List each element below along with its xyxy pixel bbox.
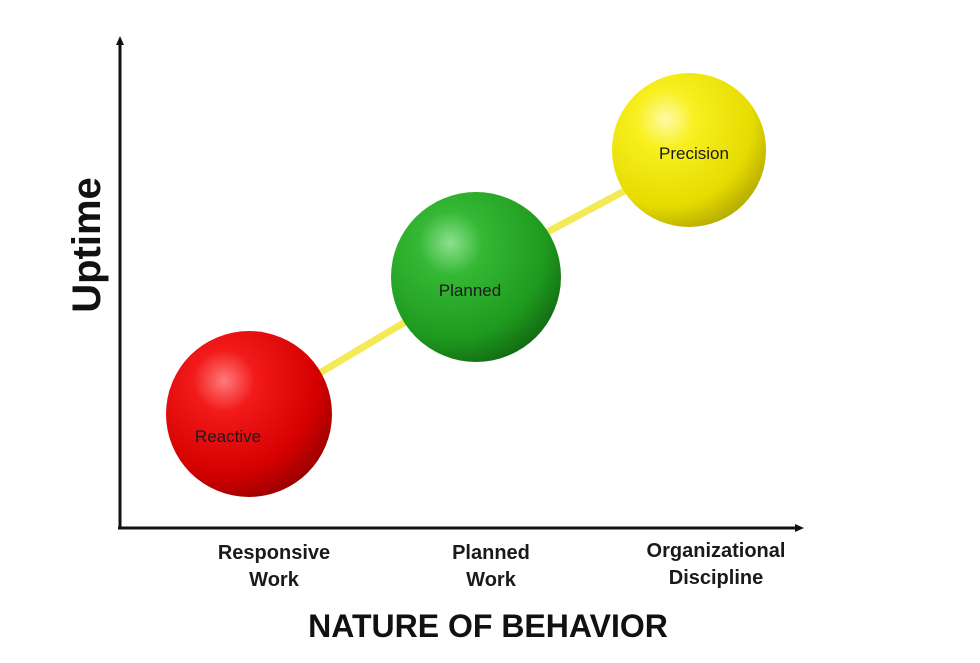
x-tick-line: Work	[249, 569, 300, 591]
y-axis-title: Uptime	[65, 177, 109, 313]
x-tick-organizational-discipline: Organizational Discipline	[647, 540, 786, 589]
x-tick-line: Responsive	[218, 542, 330, 564]
x-tick-line: Discipline	[669, 567, 763, 589]
x-tick-responsive-work: Responsive Work	[218, 542, 330, 591]
stage-label-precision: Precision	[659, 144, 729, 163]
stage-sphere-planned	[391, 192, 561, 362]
x-tick-line: Work	[466, 569, 517, 591]
stage-label-reactive: Reactive	[195, 427, 261, 446]
connector-reactive-planned	[314, 314, 416, 378]
x-tick-line: Planned	[452, 542, 530, 564]
x-axis-title: NATURE OF BEHAVIOR	[308, 608, 668, 644]
stage-sphere-precision	[612, 73, 766, 227]
stage-planned: Planned	[391, 192, 561, 362]
x-tick-line: Organizational	[647, 540, 786, 562]
stage-precision: Precision	[612, 73, 766, 227]
x-tick-planned-work: Planned Work	[452, 542, 530, 591]
stage-label-planned: Planned	[439, 281, 501, 300]
connector-planned-precision	[536, 184, 634, 240]
stage-reactive: Reactive	[166, 331, 332, 497]
stage-sphere-reactive	[166, 331, 332, 497]
